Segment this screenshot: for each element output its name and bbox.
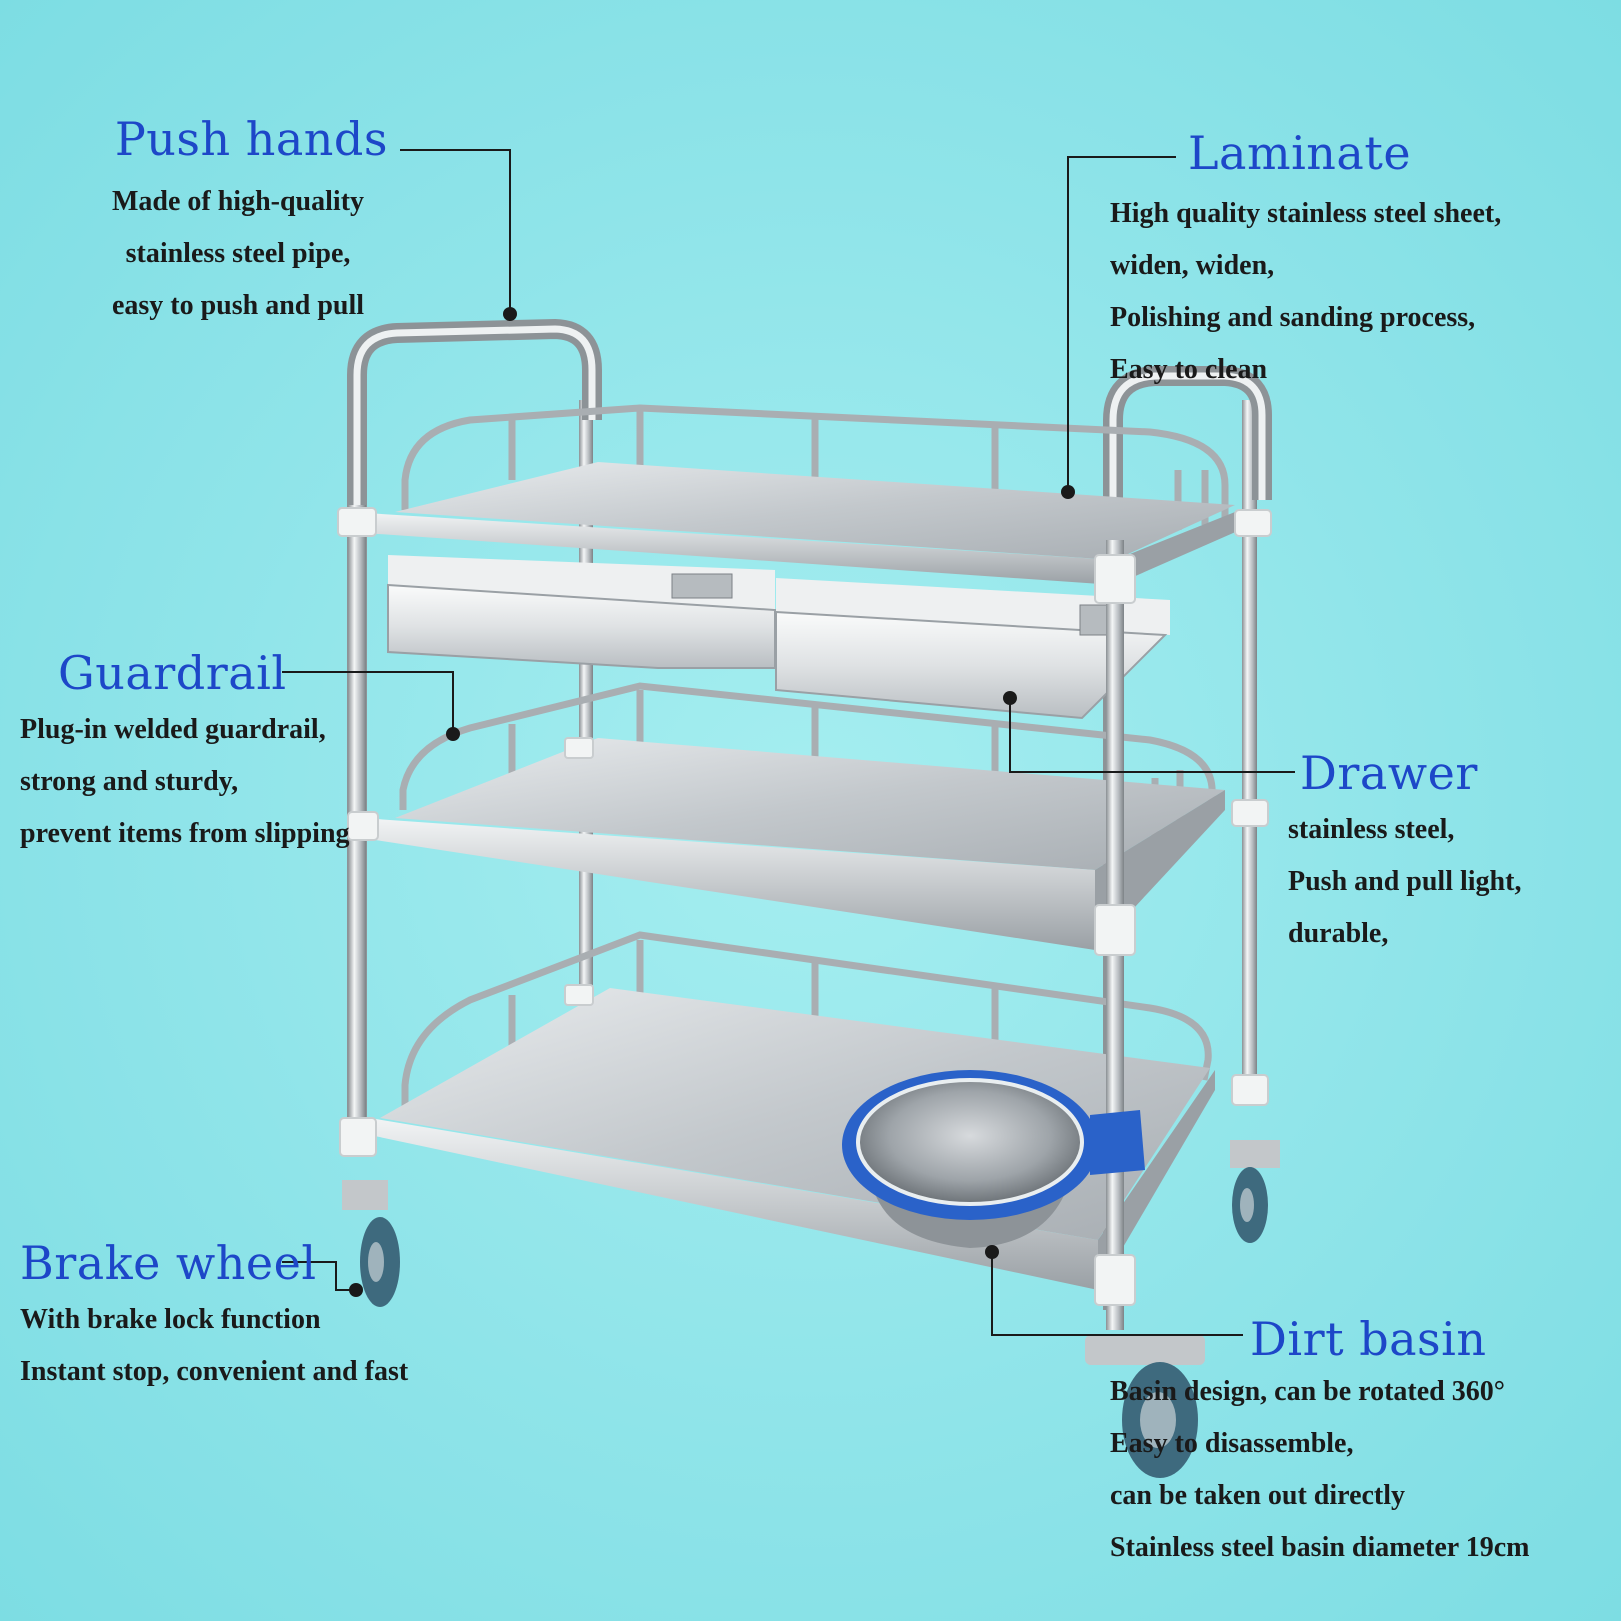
callout-drawer: Drawer stainless steel, Push and pull li…: [1288, 746, 1521, 960]
drawer-line: durable,: [1288, 918, 1389, 949]
laminate-line: widen, widen,: [1110, 250, 1275, 281]
brake-wheel-line: Instant stop, convenient and fast: [20, 1356, 409, 1387]
laminate-title: Laminate: [1188, 126, 1412, 180]
corner-joints: [337, 507, 1272, 1306]
push-hands-line: easy to push and pull: [111, 290, 365, 321]
drawer-left: [387, 555, 776, 669]
guardrail-title: Guardrail: [58, 646, 287, 700]
push-hands-line: Made of high-quality: [111, 186, 365, 217]
callout-brake-wheel: Brake wheel With brake lock function Ins…: [20, 1236, 408, 1398]
back-right-post: [1242, 400, 1257, 1080]
guardrail-description: Plug-in welded guardrail, strong and stu…: [20, 704, 350, 860]
top-shelf: [395, 462, 1235, 560]
callout-guardrail: Guardrail Plug-in welded guardrail, stro…: [20, 646, 350, 860]
dirt-basin-line: Stainless steel basin diameter 19cm: [1110, 1532, 1530, 1563]
dirt-basin-line: Easy to disassemble,: [1110, 1428, 1354, 1459]
callout-push-hands: Push hands Made of high-quality stainles…: [88, 112, 388, 332]
laminate-description: High quality stainless steel sheet, wide…: [1110, 188, 1501, 396]
wheel-front-left: [342, 1180, 400, 1307]
drawer-line: stainless steel,: [1288, 814, 1455, 845]
laminate-line: High quality stainless steel sheet,: [1110, 198, 1502, 229]
wheel-back-right: [1230, 1140, 1280, 1243]
top-guardrail: [401, 404, 1229, 530]
callout-leader-lines: [282, 149, 1295, 1336]
drawer-description: stainless steel, Push and pull light, du…: [1288, 804, 1521, 960]
callout-dirt-basin: Dirt basin Basin design, can be rotated …: [1110, 1312, 1529, 1574]
drawer-right: [775, 578, 1170, 720]
callout-anchor-dots: [349, 307, 1075, 1297]
push-hands-line: stainless steel pipe,: [125, 238, 351, 269]
dirt-basin-description: Basin design, can be rotated 360° Easy t…: [1110, 1366, 1529, 1574]
drawer-line: Push and pull light,: [1288, 866, 1522, 897]
brake-wheel-description: With brake lock function Instant stop, c…: [20, 1294, 408, 1398]
callout-laminate: Laminate High quality stainless steel sh…: [1110, 126, 1501, 396]
dirt-basin-line: Basin design, can be rotated 360°: [1110, 1376, 1505, 1407]
brake-wheel-title: Brake wheel: [20, 1236, 317, 1290]
guardrail-line: prevent items from slipping: [20, 818, 350, 849]
dirt-basin-title: Dirt basin: [1250, 1312, 1487, 1366]
push-hands-title: Push hands: [114, 112, 388, 166]
brake-wheel-line: With brake lock function: [20, 1304, 321, 1335]
dirt-basin-line: can be taken out directly: [1110, 1480, 1406, 1511]
push-hands-description: Made of high-quality stainless steel pip…: [88, 176, 388, 332]
guardrail-line: strong and sturdy,: [20, 766, 239, 797]
middle-shelf: [395, 738, 1225, 870]
laminate-line: Easy to clean: [1110, 354, 1268, 385]
drawer-title: Drawer: [1300, 746, 1478, 800]
dirt-basin: [842, 1070, 1145, 1248]
laminate-line: Polishing and sanding process,: [1110, 302, 1476, 333]
guardrail-line: Plug-in welded guardrail,: [20, 714, 326, 745]
wheel-front-right: [1085, 1335, 1205, 1478]
